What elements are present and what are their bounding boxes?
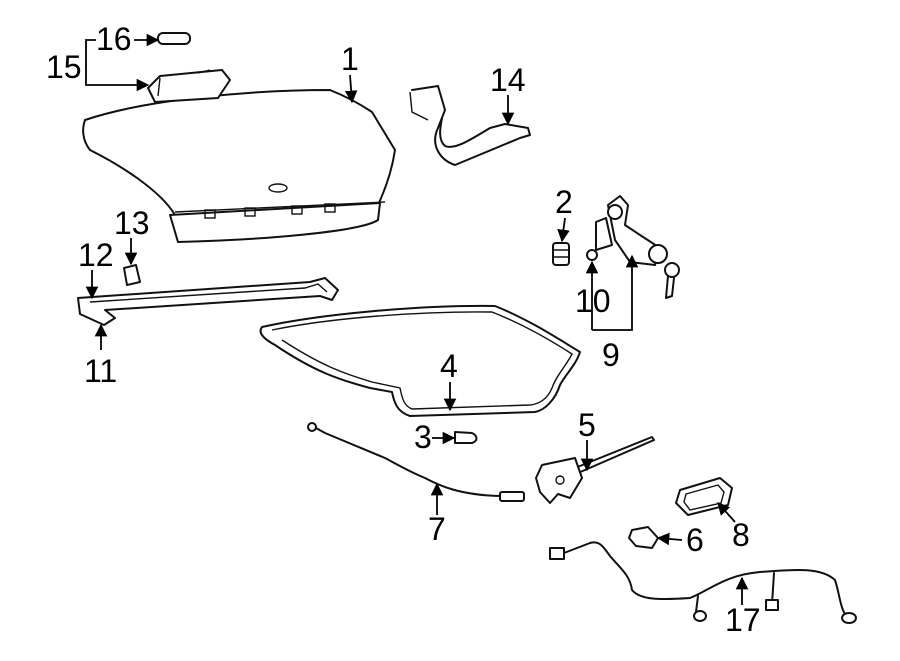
callout-11: 11 xyxy=(84,353,117,389)
callout-5: 5 xyxy=(578,407,596,443)
callout-12: 12 xyxy=(78,237,114,273)
callout-leaders xyxy=(85,33,749,605)
release-cable xyxy=(307,422,525,502)
trunk-weatherstrip xyxy=(259,304,581,417)
callout-10: 10 xyxy=(575,283,611,319)
callout-7: 7 xyxy=(428,511,446,547)
trunk-latch xyxy=(535,436,655,504)
callout-6: 6 xyxy=(686,522,704,558)
lamp-socket-bracket xyxy=(628,526,659,549)
callout-8: 8 xyxy=(732,517,750,553)
trim-panel-frame xyxy=(77,277,339,326)
callout-17: 17 xyxy=(725,602,761,638)
callout-13: 13 xyxy=(114,205,150,241)
callout-1: 1 xyxy=(341,41,359,77)
license-lamp-housing xyxy=(147,69,231,103)
lock-cylinder-assembly xyxy=(586,195,680,299)
trunk-lid xyxy=(82,89,396,243)
weatherstrip-clip xyxy=(123,264,141,286)
callout-2: 2 xyxy=(555,184,573,220)
callout-labels: 1 2 3 4 5 6 7 8 9 10 11 12 13 14 15 16 1… xyxy=(46,21,761,638)
callout-3: 3 xyxy=(414,419,432,455)
callout-15: 15 xyxy=(46,49,82,85)
callout-4: 4 xyxy=(440,348,458,384)
callout-16: 16 xyxy=(96,21,132,57)
wiring-harness xyxy=(549,541,857,624)
lock-cylinder-cap xyxy=(552,242,570,266)
trunk-bumper xyxy=(454,431,478,444)
trunk-hinge xyxy=(409,85,531,166)
license-lamp-bulb xyxy=(157,32,191,45)
callout-9: 9 xyxy=(602,337,620,373)
callout-14: 14 xyxy=(490,62,526,98)
